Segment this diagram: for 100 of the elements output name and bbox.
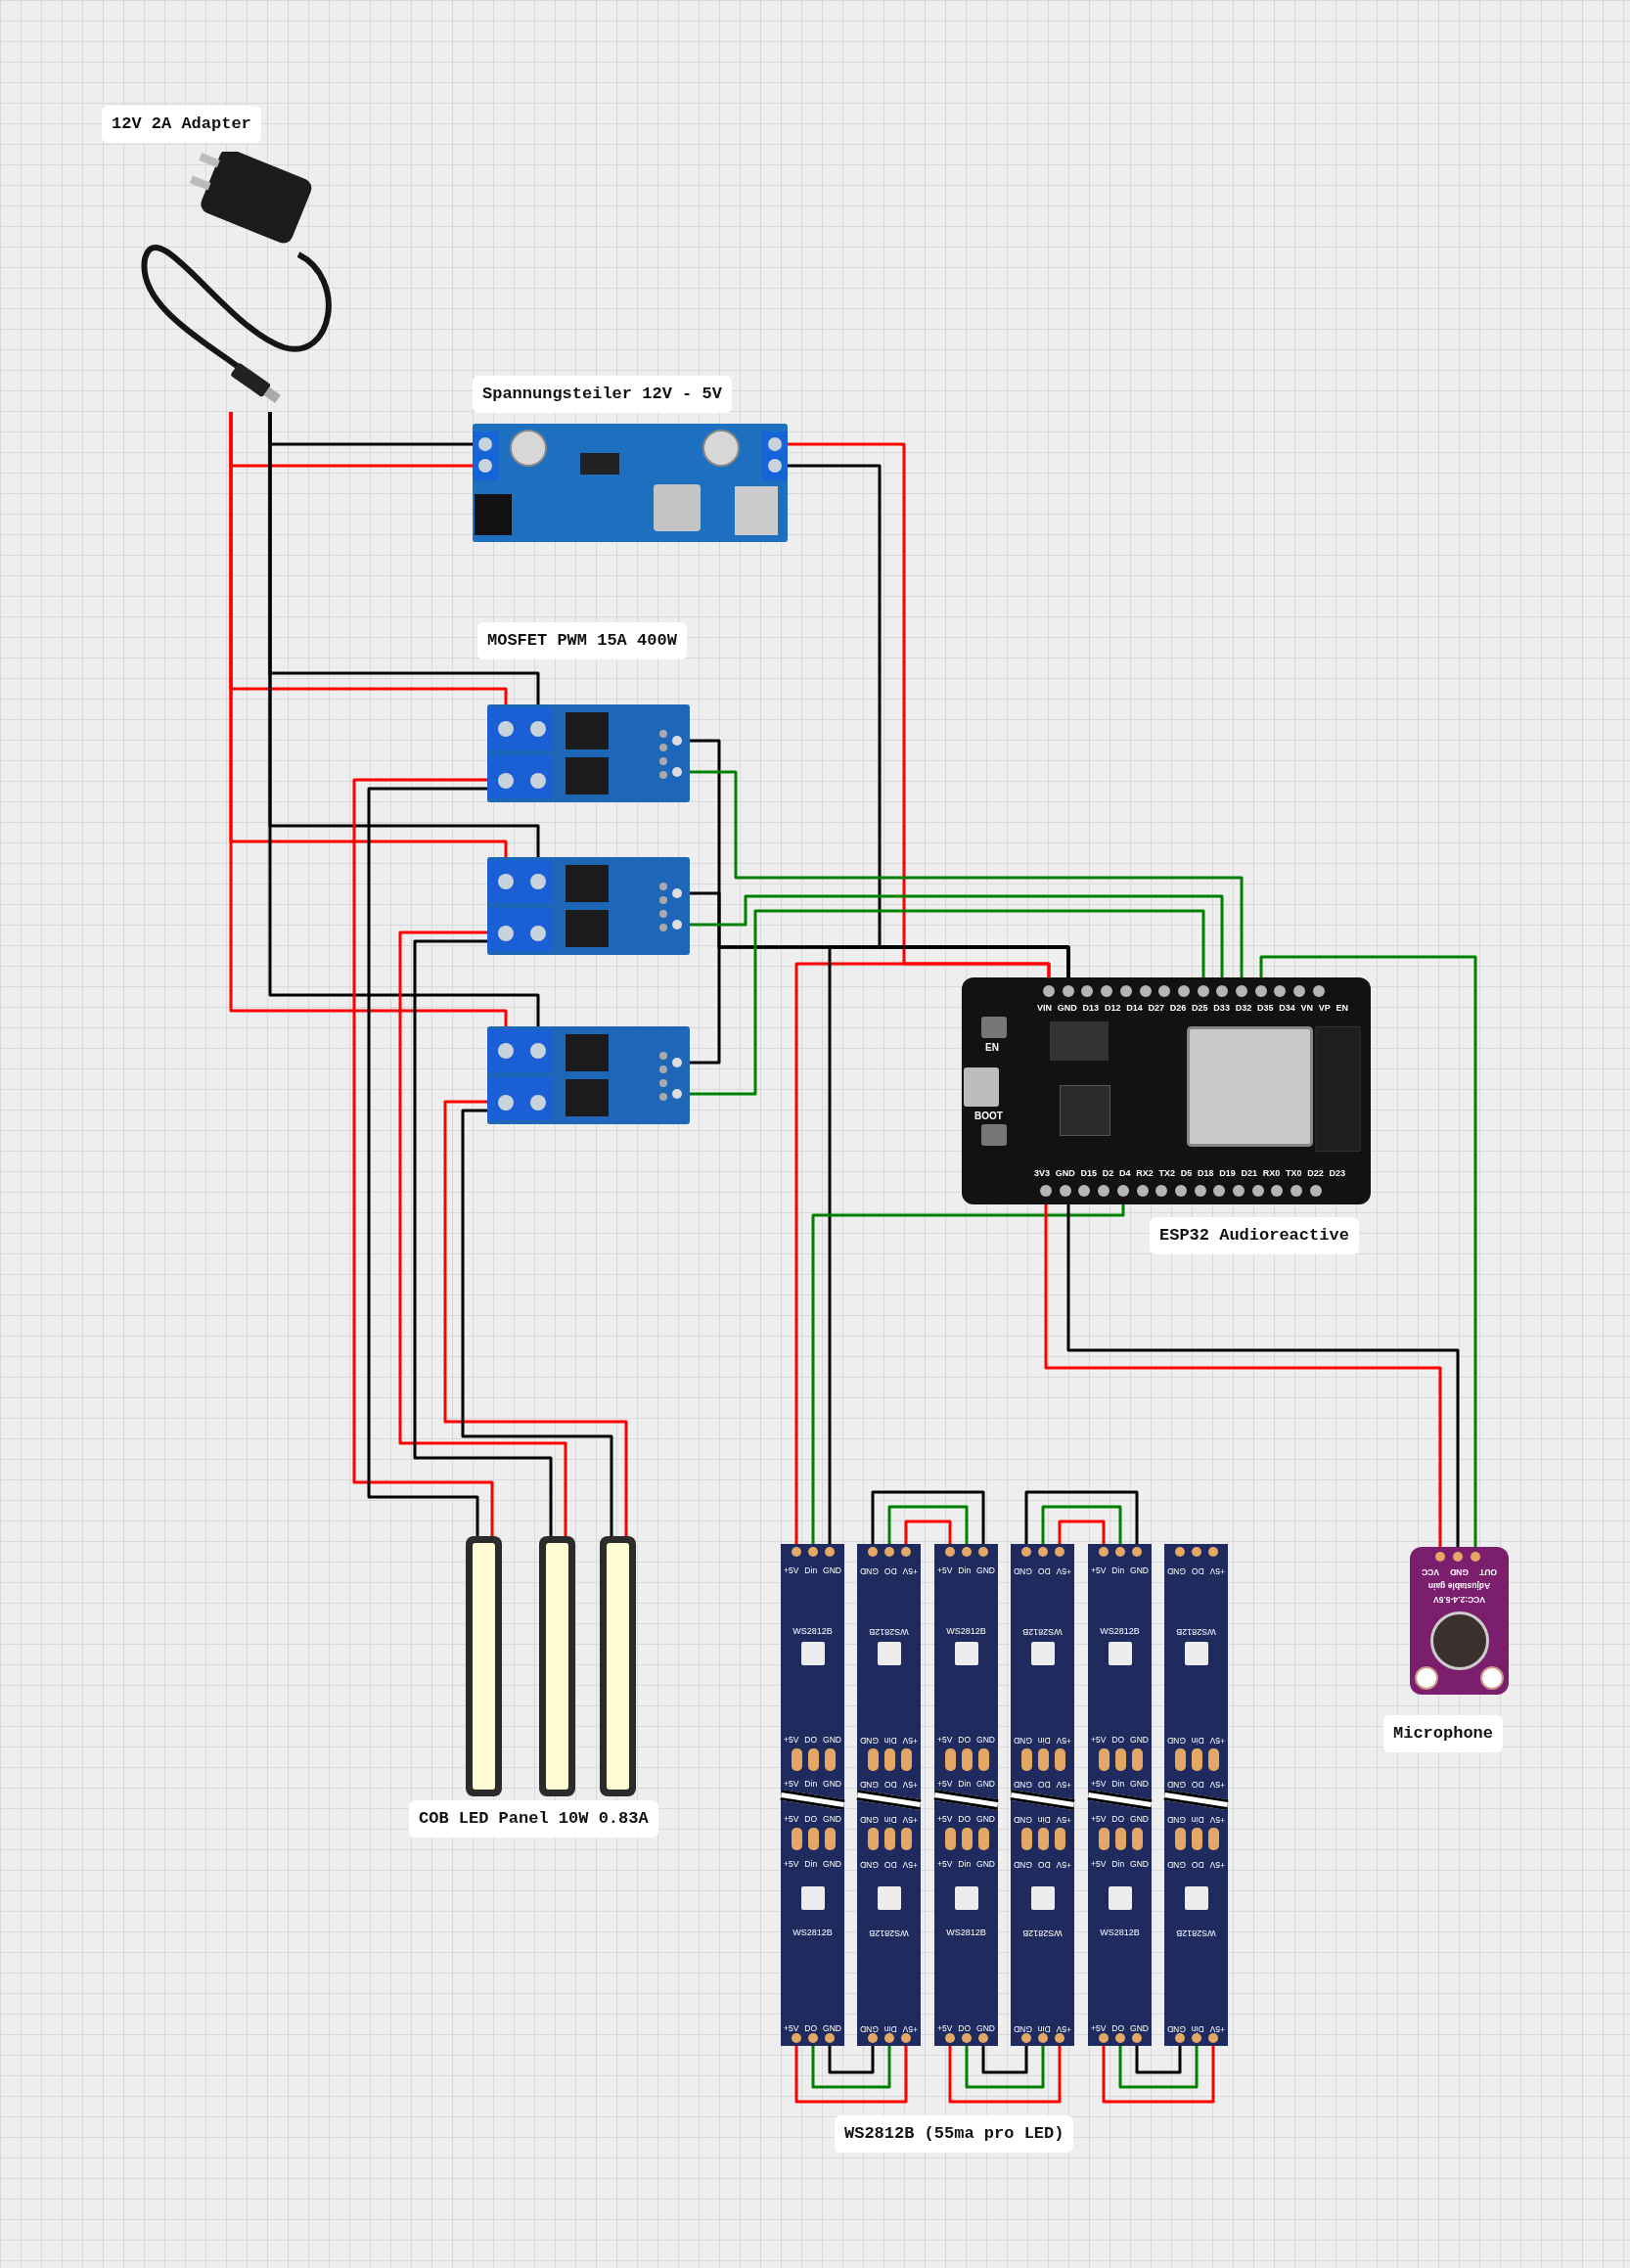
chip-label: WS2812B xyxy=(868,1626,910,1637)
pin-label: +5V Din GND xyxy=(1167,1814,1225,1825)
led-strip-drawing xyxy=(1011,1544,1074,2046)
pin-label: VIN GND D13 D12 D14 D27 D26 D25 D33 D32 D35 D34 VN VP EN xyxy=(1037,1003,1348,1014)
led-strip-drawing xyxy=(857,1544,921,2046)
wire xyxy=(461,1109,613,1536)
pin-label: +5V Din GND xyxy=(784,1565,841,1576)
pin-label: +5V DO GND xyxy=(1167,1565,1225,1576)
component-label: Microphone xyxy=(1383,1715,1504,1752)
wire xyxy=(1259,955,1477,1547)
pin-label: +5V DO GND xyxy=(937,1735,995,1746)
chip-label: WS2812B xyxy=(945,1626,987,1637)
component-label: Spannungsteiler 12V - 5V xyxy=(473,376,732,413)
button-label: BOOT xyxy=(974,1111,1003,1121)
wire xyxy=(811,2046,891,2089)
pin-label: +5V Din GND xyxy=(1167,1735,1225,1746)
component-label: ESP32 Audioreactive xyxy=(1150,1217,1359,1254)
component-label: 12V 2A Adapter xyxy=(102,106,261,143)
board-text: Adjustable gain xyxy=(1426,1580,1492,1591)
wire xyxy=(367,787,487,1536)
chip-label: WS2812B xyxy=(868,1928,910,1938)
led-strip-drawing xyxy=(1164,1544,1228,2046)
wire xyxy=(904,1520,952,1544)
wire xyxy=(981,2046,1028,2074)
led-strip-drawing xyxy=(934,1544,998,2046)
pin-label: +5V Din GND xyxy=(860,1814,918,1825)
button-label: EN xyxy=(985,1042,999,1053)
pin-label: +5V DO GND xyxy=(937,2023,995,2034)
chip-label: WS2812B xyxy=(1175,1928,1217,1938)
pin-label: +5V Din GND xyxy=(1091,1779,1149,1790)
chip-label: WS2812B xyxy=(1021,1626,1064,1637)
wire xyxy=(268,412,540,1026)
pin-label: +5V DO GND xyxy=(1091,1814,1149,1825)
mosfet-module-drawing xyxy=(487,857,690,955)
chip-label: WS2812B xyxy=(1175,1626,1217,1637)
wire xyxy=(965,2046,1045,2089)
pin-label: +5V DO GND xyxy=(1167,1859,1225,1870)
component-label: WS2812B (55ma pro LED) xyxy=(835,2115,1074,2153)
pin-label: +5V DO GND xyxy=(1167,1779,1225,1790)
pin-label: +5V DO GND xyxy=(937,1814,995,1825)
wire xyxy=(352,778,494,1536)
pin-label: +5V DO GND xyxy=(784,2023,841,2034)
wire xyxy=(443,1100,628,1536)
wire xyxy=(690,770,1244,977)
wire xyxy=(828,945,1070,1544)
chip-label: WS2812B xyxy=(945,1928,987,1938)
wire xyxy=(690,909,1205,1096)
wire xyxy=(794,2046,908,2104)
chip-label: WS2812B xyxy=(792,1626,834,1637)
mosfet-module-drawing xyxy=(487,704,690,802)
wire xyxy=(1135,2046,1182,2074)
pin-label: +5V DO GND xyxy=(784,1814,841,1825)
pin-label: +5V Din GND xyxy=(860,1735,918,1746)
pin-label: +5V DO GND xyxy=(1014,1565,1071,1576)
pin-label: 3V3 GND D15 D2 D4 RX2 TX2 D5 D18 D19 D21 RX0 TX0 D22 D23 xyxy=(1034,1168,1345,1179)
component-label: MOSFET PWM 15A 400W xyxy=(477,622,687,659)
wire xyxy=(1118,2046,1199,2089)
pin-label: +5V DO GND xyxy=(784,1735,841,1746)
pin-label: +5V Din GND xyxy=(1014,2023,1071,2034)
led-strip-drawing xyxy=(1088,1544,1152,2046)
pin-label: +5V DO GND xyxy=(860,1565,918,1576)
wire xyxy=(690,894,1224,977)
pin-label: +5V Din GND xyxy=(1091,1565,1149,1576)
wire xyxy=(398,930,567,1536)
wire xyxy=(1024,1490,1139,1544)
wire xyxy=(948,2046,1062,2104)
wire xyxy=(413,939,553,1536)
pin-label: OUT GND VCC xyxy=(1422,1566,1497,1577)
wire xyxy=(794,962,1051,1544)
wire xyxy=(887,1505,969,1544)
pin-label: +5V Din GND xyxy=(1091,1859,1149,1870)
cob-led-panel-drawing xyxy=(466,1536,502,1796)
cob-led-panel-drawing xyxy=(539,1536,575,1796)
pin-label: +5V Din GND xyxy=(937,1859,995,1870)
wire xyxy=(871,1490,985,1544)
cob-led-panel-drawing xyxy=(600,1536,636,1796)
pin-label: +5V DO GND xyxy=(1014,1859,1071,1870)
pin-label: +5V Din GND xyxy=(860,2023,918,2034)
pin-label: +5V Din GND xyxy=(784,1779,841,1790)
wire xyxy=(811,1204,1125,1544)
wire xyxy=(1102,2046,1215,2104)
pin-label: +5V DO GND xyxy=(860,1779,918,1790)
pin-label: +5V Din GND xyxy=(1014,1735,1071,1746)
pin-label: +5V Din GND xyxy=(937,1779,995,1790)
pin-label: +5V Din GND xyxy=(937,1565,995,1576)
wire xyxy=(229,412,508,1026)
chip-label: WS2812B xyxy=(1099,1626,1141,1637)
pin-label: +5V DO GND xyxy=(1091,2023,1149,2034)
pin-label: +5V Din GND xyxy=(784,1859,841,1870)
chip-label: WS2812B xyxy=(1099,1928,1141,1938)
wire xyxy=(1058,1520,1106,1544)
chip-label: WS2812B xyxy=(1021,1928,1064,1938)
wire xyxy=(1041,1505,1122,1544)
mosfet-module-drawing xyxy=(487,1026,690,1124)
component-label: COB LED Panel 10W 0.83A xyxy=(409,1800,658,1837)
pin-label: +5V DO GND xyxy=(1091,1735,1149,1746)
board-text: VCC:2.4-5.5V xyxy=(1432,1594,1486,1605)
pin-label: +5V DO GND xyxy=(860,1859,918,1870)
pin-label: +5V DO GND xyxy=(1014,1779,1071,1790)
pin-label: +5V Din GND xyxy=(1014,1814,1071,1825)
